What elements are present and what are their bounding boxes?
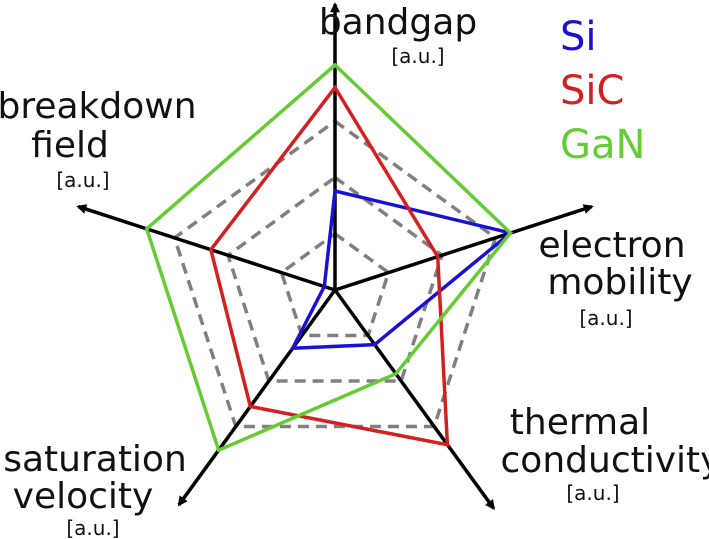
axis-label-electron: electron	[538, 225, 685, 266]
legend-entry-gan: GaN	[560, 122, 645, 168]
axis-unit-bandgap: [a.u.]	[391, 44, 444, 68]
grid-ring-1	[279, 231, 391, 338]
axis-label-breakdown: breakdown	[0, 86, 197, 127]
axis-line-breakdown-field	[76, 204, 336, 292]
axis-label-field: field	[31, 125, 109, 166]
axis-label-mobility: mobility	[547, 262, 692, 303]
axis-line-thermal-conductivity	[333, 288, 496, 511]
axis-unit-saturation-velocity: [a.u.]	[66, 516, 119, 539]
axis-label-conductivity: conductivity	[501, 440, 709, 481]
legend-entry-sic: SiC	[560, 68, 624, 114]
axis-line-saturation-velocity	[177, 288, 337, 507]
series-polygon-gan	[144, 62, 513, 453]
axis-label-bandgap: bandgap	[319, 2, 477, 43]
axis-label-thermal: thermal	[510, 402, 650, 443]
axis-unit-breakdown-field: [a.u.]	[56, 168, 109, 192]
legend-entry-si: Si	[560, 14, 597, 60]
axis-label-saturation: saturation	[3, 439, 187, 480]
axes	[76, 2, 594, 511]
series-polygon-sic	[208, 84, 450, 447]
axis-unit-electron-mobility: [a.u.]	[579, 306, 632, 330]
grid-ring-3	[172, 119, 498, 429]
series-polygon-si	[289, 188, 515, 351]
axis-label-velocity: velocity	[13, 476, 154, 517]
grid-rings	[172, 119, 498, 429]
axis-unit-thermal-conductivity: [a.u.]	[566, 481, 619, 505]
series-polygons	[144, 62, 515, 453]
grid-ring-2	[225, 175, 445, 383]
axis-line-electron-mobility	[334, 204, 594, 292]
